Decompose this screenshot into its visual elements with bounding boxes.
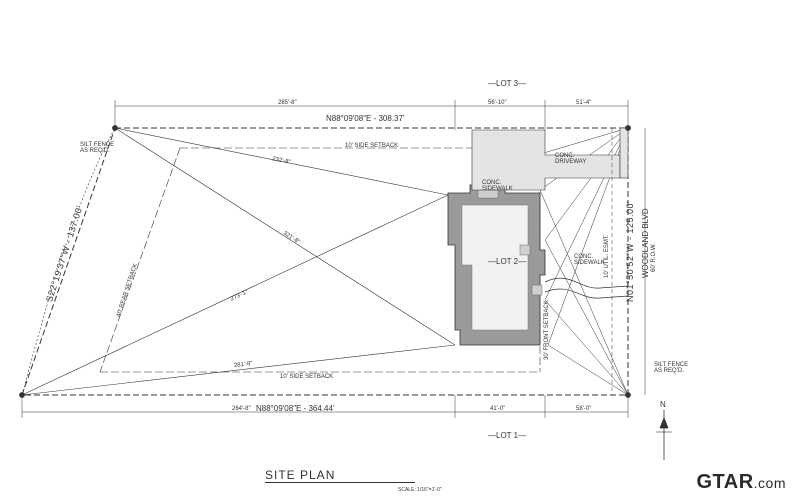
front-sidewalk-note: CONC. SIDEWALK — [574, 254, 605, 266]
top-dimension: 285'-8" — [278, 100, 297, 106]
lot-1-label: —LOT 1— — [488, 431, 527, 440]
north-bearing: N88°09'08"E - 308.37' — [326, 114, 405, 123]
gtar-logo: GTAR.com — [696, 471, 786, 494]
logo-suffix: .com — [753, 475, 786, 491]
street-row: 60' R.O.W. — [651, 243, 657, 272]
diagonal-measure — [114, 127, 449, 196]
lot-2-label: —LOT 2— — [488, 257, 527, 266]
front-setback-label: 30' FRONT SETBACK — [544, 300, 550, 360]
lot-3-label: —LOT 3— — [488, 79, 527, 88]
driveway-note: CONC. DRIVEWAY — [555, 153, 587, 165]
north-arrow-label: N — [660, 400, 666, 409]
diagonal-measure — [21, 344, 456, 396]
sheet-scale: SCALE: 1/16"=1'-0" — [398, 487, 442, 493]
silt-fence-west-note: SILT FENCE AS REQ'D. — [80, 142, 115, 154]
south-setback-label: 10' SIDE SETBACK — [280, 374, 334, 380]
north-setback-label: 10' SIDE SETBACK — [345, 143, 399, 149]
utility-easement-note: 10' UTIL. ESMT. — [604, 234, 610, 279]
bottom-dimension: 41'-0" — [490, 406, 506, 412]
bottom-dimension: 58'-0" — [576, 406, 592, 412]
diagonal-measure — [21, 194, 449, 396]
south-bearing: N88°09'08"E - 364.44' — [256, 404, 335, 413]
diagonal-measure — [114, 127, 456, 346]
top-dimension: 56'-10" — [488, 100, 507, 106]
concrete-sidewalk — [544, 277, 629, 289]
logo-text: GTAR — [696, 471, 754, 493]
east-bearing: N01°50'52"W - 125.00' — [625, 200, 635, 302]
title-underline — [265, 482, 415, 483]
garage-sidewalk-note: CONC. SIDEWALK — [482, 180, 513, 192]
sheet-title: SITE PLAN — [265, 468, 336, 482]
bottom-dimension: 264'-8" — [232, 406, 251, 412]
top-dimension: 51'-4" — [576, 100, 592, 106]
street-name: WOODLAND BLVD — [641, 208, 650, 278]
north-arrow — [656, 410, 672, 460]
silt-fence-east-note: SILT FENCE AS REQ'D. — [654, 362, 689, 374]
setback-line — [99, 147, 181, 373]
